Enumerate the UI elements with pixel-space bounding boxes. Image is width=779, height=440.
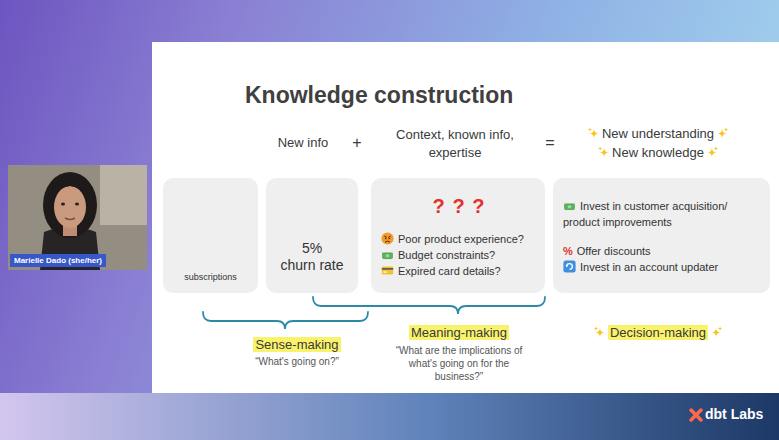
data-source-box: subscriptions xyxy=(163,178,258,293)
presenter-video xyxy=(54,178,86,196)
brand-name: dbt Labs xyxy=(705,406,763,422)
label-holder: New understanding xyxy=(578,126,738,142)
bracket xyxy=(313,297,545,314)
sparkle-icon xyxy=(598,146,602,150)
node-text: subscriptions xyxy=(184,272,237,282)
presenter-video xyxy=(61,203,65,206)
sparkle-icon xyxy=(594,326,598,330)
money-icon xyxy=(381,248,394,261)
operator: = xyxy=(545,134,554,151)
node-text: Poor product experience? xyxy=(398,233,524,245)
updater-icon xyxy=(563,260,575,272)
label-holder: dbt Labs xyxy=(705,405,775,423)
label-holder: = xyxy=(540,133,560,153)
label-holder: New knowledge xyxy=(578,145,738,161)
presenter-video xyxy=(75,203,79,206)
node-text: % xyxy=(563,245,573,257)
presenter-video xyxy=(65,218,75,220)
node-text: Offer discounts xyxy=(577,245,651,257)
angry-icon xyxy=(381,232,393,244)
label-holder: + xyxy=(347,133,367,153)
stage-question: “What are the implications of what's goi… xyxy=(396,345,523,382)
stage-label: Sense-making xyxy=(253,337,340,352)
dbt-labs-logo xyxy=(691,410,701,420)
node-text: ? ? ? xyxy=(433,195,486,217)
label-holder: “What's going on?” xyxy=(222,355,372,368)
node-text: Invest in an account updater xyxy=(580,261,718,273)
label-holder: Meaning-making xyxy=(379,325,539,341)
equation-result: New knowledge xyxy=(612,145,704,160)
stage-label: Meaning-making xyxy=(409,325,509,340)
label-holder: “What are the implications of what's goi… xyxy=(388,344,530,383)
card-icon xyxy=(383,271,386,273)
equation-result: New understanding xyxy=(602,126,714,141)
action-box: Invest in customer acquisition/ product … xyxy=(553,178,770,293)
sparkle-icon xyxy=(588,127,592,131)
slide-title: Knowledge construction xyxy=(245,82,513,109)
angry-icon xyxy=(385,238,387,240)
text-row: churn rate xyxy=(270,257,354,274)
card-icon xyxy=(381,264,394,277)
updater-icon xyxy=(563,260,576,273)
presenter-video xyxy=(100,165,147,225)
dbt-labs-logo xyxy=(691,410,701,420)
text-row: Budget constraints? xyxy=(381,247,537,263)
text-row: % Offer discounts xyxy=(563,243,760,259)
text-row: Marielle Dado (she/her) xyxy=(14,255,102,266)
money-icon xyxy=(565,204,575,210)
angry-icon xyxy=(388,238,390,240)
dbt-labs-logo xyxy=(691,410,701,420)
node-text: Invest in customer acquisition/ product … xyxy=(563,200,727,228)
money-icon xyxy=(383,253,393,259)
text-row: Expired card details? xyxy=(381,263,537,279)
label-holder: New info xyxy=(263,135,343,151)
label-holder: Context, known info, expertise xyxy=(389,126,521,162)
text-row: Invest in customer acquisition/ product … xyxy=(563,198,760,230)
node-text: Marielle Dado (she/her) xyxy=(14,256,102,265)
money-icon xyxy=(386,254,389,257)
text-row: Poor product experience? xyxy=(381,231,537,247)
node-text: churn rate xyxy=(280,257,343,273)
sparkle-icon xyxy=(724,127,728,131)
presenter-video xyxy=(8,165,147,270)
money-icon xyxy=(568,205,571,208)
bottom-band xyxy=(0,393,779,440)
angry-icon xyxy=(385,241,390,242)
node-text: Budget constraints? xyxy=(398,249,495,261)
operator: + xyxy=(352,134,361,151)
node-text: 5% xyxy=(302,240,322,256)
money-icon xyxy=(563,199,576,212)
text-row: 5% xyxy=(270,240,354,257)
updater-icon xyxy=(565,265,568,267)
stage-question: “What's going on?” xyxy=(255,356,339,367)
stage-label: Decision-making xyxy=(608,325,708,340)
equation-term: New info xyxy=(278,135,329,150)
text-row: ? ? ? xyxy=(381,194,537,218)
slide-panel xyxy=(152,42,779,393)
question-box: ? ? ? Poor product experience? Budget cons… xyxy=(371,178,545,293)
text-row: subscriptions xyxy=(167,272,254,283)
angry-icon xyxy=(384,236,391,237)
node-text: Expired card details? xyxy=(398,265,501,277)
label-holder: Sense-making xyxy=(227,337,367,353)
bracket xyxy=(203,312,368,329)
sparkle-icon xyxy=(718,326,722,330)
presenter-video xyxy=(54,186,86,228)
updater-icon xyxy=(567,264,573,270)
sparkle-icon xyxy=(714,146,718,150)
label-holder: Decision-making xyxy=(578,325,738,341)
card-icon xyxy=(382,268,393,270)
equation-term: Context, known info, expertise xyxy=(396,127,514,160)
presenter-video xyxy=(8,165,147,270)
name-tag: Marielle Dado (she/her) xyxy=(10,254,106,267)
card-icon xyxy=(382,266,393,274)
angry-icon xyxy=(381,232,394,245)
presenter-video xyxy=(43,172,97,238)
text-row: Invest in an account updater xyxy=(563,259,760,275)
metric-box: 5%churn rate xyxy=(266,178,358,293)
